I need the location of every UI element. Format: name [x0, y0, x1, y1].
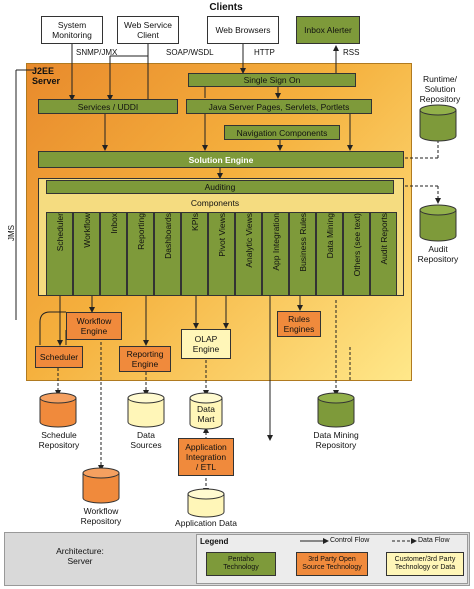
data-sources-cylinder	[127, 398, 165, 428]
component-reporting: Reporting	[127, 212, 154, 296]
legend-customer-third-party: Customer/3rd Party Technology or Data	[386, 552, 464, 576]
application-data-label: Application Data	[175, 518, 237, 528]
data-mining-repository-label: Data Mining Repository	[313, 430, 359, 450]
component-inbox: Inbox	[100, 212, 127, 296]
runtime-repository-cylinder	[419, 110, 457, 142]
workflow-repository-cylinder	[82, 473, 120, 504]
auditing-box: Auditing	[46, 180, 394, 194]
jsp-servlets-portlets-box: Java Server Pages, Servlets, Portlets	[186, 99, 372, 114]
data-mining-repository-cylinder	[317, 398, 355, 428]
legend-third-party-open-source: 3rd Party Open Source Technology	[296, 552, 368, 576]
workflow-repository-label: Workflow Repository	[80, 506, 122, 526]
server-label: J2EE Server	[32, 66, 61, 86]
control-flow-label: Control Flow	[330, 537, 370, 544]
workflow-engine-box: Workflow Engine	[66, 312, 122, 340]
client-system-monitoring: System Monitoring	[41, 16, 103, 44]
data-sources-label: Data Sources	[130, 430, 162, 450]
component-dashboards: Dashboards	[154, 212, 181, 296]
schedule-repository-cylinder	[39, 398, 77, 428]
runtime-repository-label: Runtime/ Solution Repository	[419, 74, 461, 104]
component-scheduler: Scheduler	[46, 212, 73, 296]
client-web-browsers: Web Browsers	[207, 16, 279, 44]
rules-engines-box: Rules Engines	[277, 311, 321, 337]
component-business-rules: Business Rules	[289, 212, 316, 296]
scheduler-box: Scheduler	[35, 346, 83, 368]
reporting-engine-box: Reporting Engine	[119, 346, 171, 372]
solution-engine-label: Solution Engine	[188, 154, 254, 165]
audit-repository-label: Audit Repository	[417, 244, 459, 264]
component-workflow: Workflow	[73, 212, 100, 296]
protocol-http: HTTP	[254, 48, 275, 57]
component-audit-reports: Audit Reports	[370, 212, 397, 296]
single-sign-on-box: Single Sign On	[188, 73, 356, 87]
component-pivot-views: Pivot Views	[208, 212, 235, 296]
component-analytic-views: Analytic Views	[235, 212, 262, 296]
component-others: Others (see text)	[343, 212, 370, 296]
application-integration-box: Application Integration / ETL	[178, 438, 234, 476]
data-mart-cylinder	[189, 398, 223, 430]
components-label: Components	[190, 198, 240, 208]
protocol-snmp: SNMP/JMX	[76, 48, 118, 57]
navigation-components-box: Navigation Components	[224, 125, 340, 140]
component-data-mining: Data Mining	[316, 212, 343, 296]
diagram-title: Clients	[209, 2, 243, 13]
legend-pentaho: Pentaho Technology	[206, 552, 276, 576]
legend-title: Legend	[200, 537, 229, 546]
application-data-cylinder	[187, 494, 225, 518]
client-inbox-alerter: Inbox Alerter	[296, 16, 360, 44]
client-web-service: Web Service Client	[117, 16, 179, 44]
data-flow-label: Data Flow	[418, 537, 450, 544]
data-mart-label: Data Mart	[197, 404, 215, 424]
services-uddi-box: Services / UDDI	[38, 99, 178, 114]
schedule-repository-label: Schedule Repository	[38, 430, 80, 450]
audit-repository-cylinder	[419, 210, 457, 242]
component-kpis: KPIs	[181, 212, 208, 296]
component-app-integration: App Integration	[262, 212, 289, 296]
olap-engine-box: OLAP Engine	[181, 329, 231, 359]
solution-engine-box: Solution Engine	[38, 151, 404, 168]
architecture-label: Architecture: Server	[56, 546, 104, 566]
protocol-rss: RSS	[343, 48, 360, 57]
protocol-soap: SOAP/WSDL	[166, 48, 214, 57]
